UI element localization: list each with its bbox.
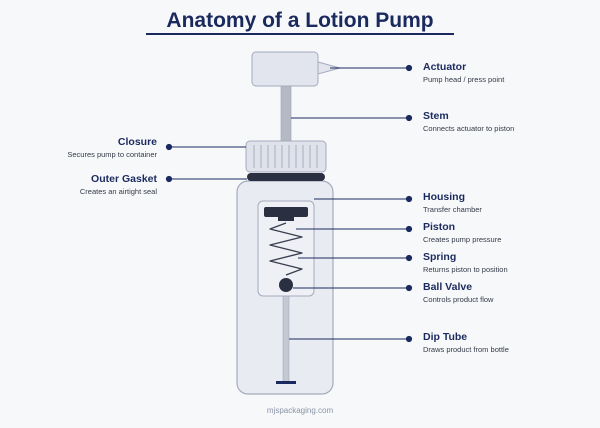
closure-desc: Secures pump to container: [67, 150, 157, 159]
closure-name: Closure: [117, 136, 157, 148]
outer-gasket-dot: [165, 175, 173, 183]
piston-name: Piston: [423, 221, 456, 233]
ball-valve-dot: [405, 284, 413, 292]
piston-desc: Creates pump pressure: [423, 235, 502, 244]
actuator-nozzle: [317, 61, 342, 75]
spring: [269, 222, 303, 276]
housing-label: Housing Transfer chamber: [423, 191, 482, 215]
stem-desc: Connects actuator to piston: [423, 124, 515, 133]
dip-tube: [282, 295, 290, 383]
closure-label: Closure Secures pump to container: [67, 136, 157, 160]
dip-tube-dot: [405, 335, 413, 343]
ball-valve-label: Ball Valve Controls product flow: [423, 281, 493, 305]
piston-dot: [405, 225, 413, 233]
outer-gasket-label: Outer Gasket Creates an airtight seal: [80, 173, 157, 197]
housing-desc: Transfer chamber: [423, 205, 482, 214]
piston-label: Piston Creates pump pressure: [423, 221, 501, 245]
housing-name: Housing: [423, 191, 465, 203]
stem: [280, 85, 292, 145]
actuator: [251, 51, 319, 87]
actuator-label: Actuator Pump head / press point: [423, 61, 504, 85]
outer-gasket-desc: Creates an airtight seal: [79, 187, 157, 196]
spring-name: Spring: [423, 251, 457, 263]
ball-valve-desc: Controls product flow: [423, 295, 494, 304]
spring-dot: [405, 254, 413, 262]
closure-ridges: [253, 145, 318, 168]
diagram-title: Anatomy of a Lotion Pump: [166, 9, 434, 32]
dip-tube-label: Dip Tube Draws product from bottle: [423, 331, 509, 355]
dip-tube-name: Dip Tube: [423, 331, 468, 343]
closure-dot: [165, 143, 173, 151]
ball-valve: [279, 278, 293, 292]
spring-desc: Returns piston to position: [423, 265, 508, 274]
actuator-dot: [405, 64, 413, 72]
stem-dot: [405, 114, 413, 122]
footer-url: mjspackaging.com: [266, 406, 334, 415]
ball-valve-name: Ball Valve: [423, 281, 473, 293]
housing-dot: [405, 195, 413, 203]
title-underline: [146, 33, 454, 35]
spring-label: Spring Returns piston to position: [423, 251, 508, 275]
outer-gasket: [247, 173, 325, 181]
actuator-desc: Pump head / press point: [423, 75, 505, 84]
piston-nub: [278, 217, 294, 221]
dip-tube-desc: Draws product from bottle: [423, 345, 509, 354]
stem-label: Stem Connects actuator to piston: [423, 110, 514, 134]
closure: [245, 140, 327, 173]
outer-gasket-name: Outer Gasket: [91, 173, 157, 185]
actuator-name: Actuator: [423, 61, 467, 73]
dip-tube-foot: [276, 381, 296, 384]
stem-name: Stem: [423, 110, 449, 122]
piston: [264, 207, 308, 217]
